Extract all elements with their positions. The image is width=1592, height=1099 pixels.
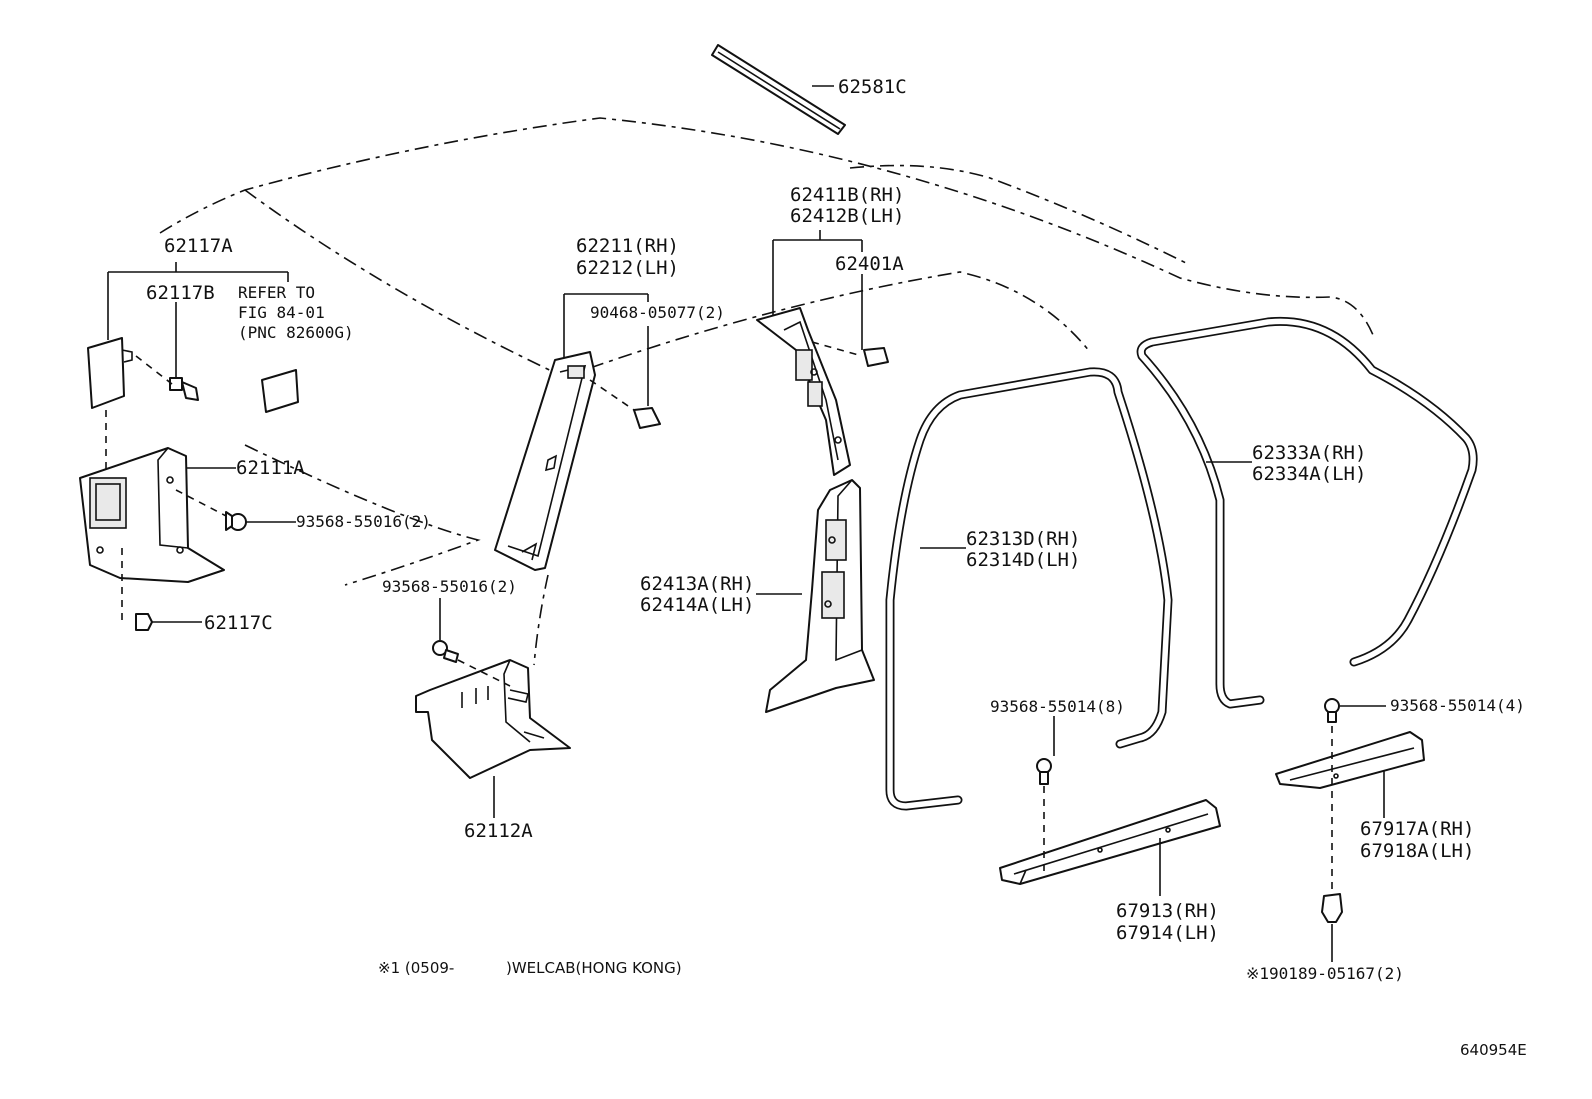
label-93568-55016-a: 93568-55016(2) xyxy=(296,512,431,531)
label-62334A: 62334A(LH) xyxy=(1252,463,1366,485)
note-text: )WELCAB(HONG KONG) xyxy=(506,959,682,977)
label-90468-05077: 90468-05077(2) xyxy=(590,303,725,322)
label-62412B: 62412B(LH) xyxy=(790,205,904,227)
label-refer-fig: FIG 84-01 xyxy=(238,303,325,322)
clip-62117B xyxy=(169,377,199,401)
label-62414A: 62414A(LH) xyxy=(640,594,754,616)
label-62333A: 62333A(RH) xyxy=(1252,442,1366,464)
label-67917A: 67917A(RH) xyxy=(1360,818,1474,840)
label-62313D: 62313D(RH) xyxy=(966,528,1080,550)
label-62112A: 62112A xyxy=(464,820,533,842)
labels: 62581C 62411B(RH) 62412B(LH) 62401A 6221… xyxy=(146,76,1527,1059)
label-62211: 62211(RH) xyxy=(576,235,679,257)
label-62117A: 62117A xyxy=(164,235,233,257)
label-93568-55014-a: 93568-55014(8) xyxy=(990,697,1125,716)
label-67918A: 67918A(LH) xyxy=(1360,840,1474,862)
part-62112A xyxy=(415,659,571,818)
part-62411B-pillar xyxy=(756,230,889,476)
label-62111A: 62111A xyxy=(236,457,305,479)
screw-93568-55016-b xyxy=(432,598,511,687)
label-62581C: 62581C xyxy=(838,76,907,98)
part-62333A-weatherstrip xyxy=(1136,316,1478,709)
label-62411B: 62411B(RH) xyxy=(790,184,904,206)
part-62313D-weatherstrip xyxy=(885,367,1173,811)
part-62581C xyxy=(711,44,846,135)
label-62413A: 62413A(RH) xyxy=(640,573,754,595)
body-outline xyxy=(159,117,1376,586)
label-67913: 67913(RH) xyxy=(1116,900,1219,922)
note-mark: ※1 (0509- xyxy=(378,959,454,977)
label-93568-55014-b: 93568-55014(4) xyxy=(1390,696,1525,715)
screw-93568-55016-a xyxy=(225,511,296,531)
figure-id: 640954E xyxy=(1460,1041,1527,1059)
label-62117C: 62117C xyxy=(204,612,273,634)
label-62401A: 62401A xyxy=(835,253,904,275)
part-62413A-pillar xyxy=(756,479,875,713)
label-90189-05167: ※190189-05167(2) xyxy=(1246,964,1404,983)
part-62111A xyxy=(79,447,236,624)
part-62211-pillar xyxy=(494,293,661,666)
label-62314D: 62314D(LH) xyxy=(966,549,1080,571)
clip-62117C xyxy=(135,613,202,631)
label-62212: 62212(LH) xyxy=(576,257,679,279)
part-67913-scuff-plate xyxy=(999,716,1221,896)
label-refer-pnc: (PNC 82600G) xyxy=(238,323,354,342)
part-67917A-scuff-plate xyxy=(1275,698,1425,962)
label-93568-55016-b: 93568-55016(2) xyxy=(382,577,517,596)
label-67914: 67914(LH) xyxy=(1116,922,1219,944)
part-62117A-group xyxy=(87,262,299,470)
clip-62401A xyxy=(811,341,889,367)
label-62117B: 62117B xyxy=(146,282,215,304)
label-refer-to: REFER TO xyxy=(238,283,315,302)
